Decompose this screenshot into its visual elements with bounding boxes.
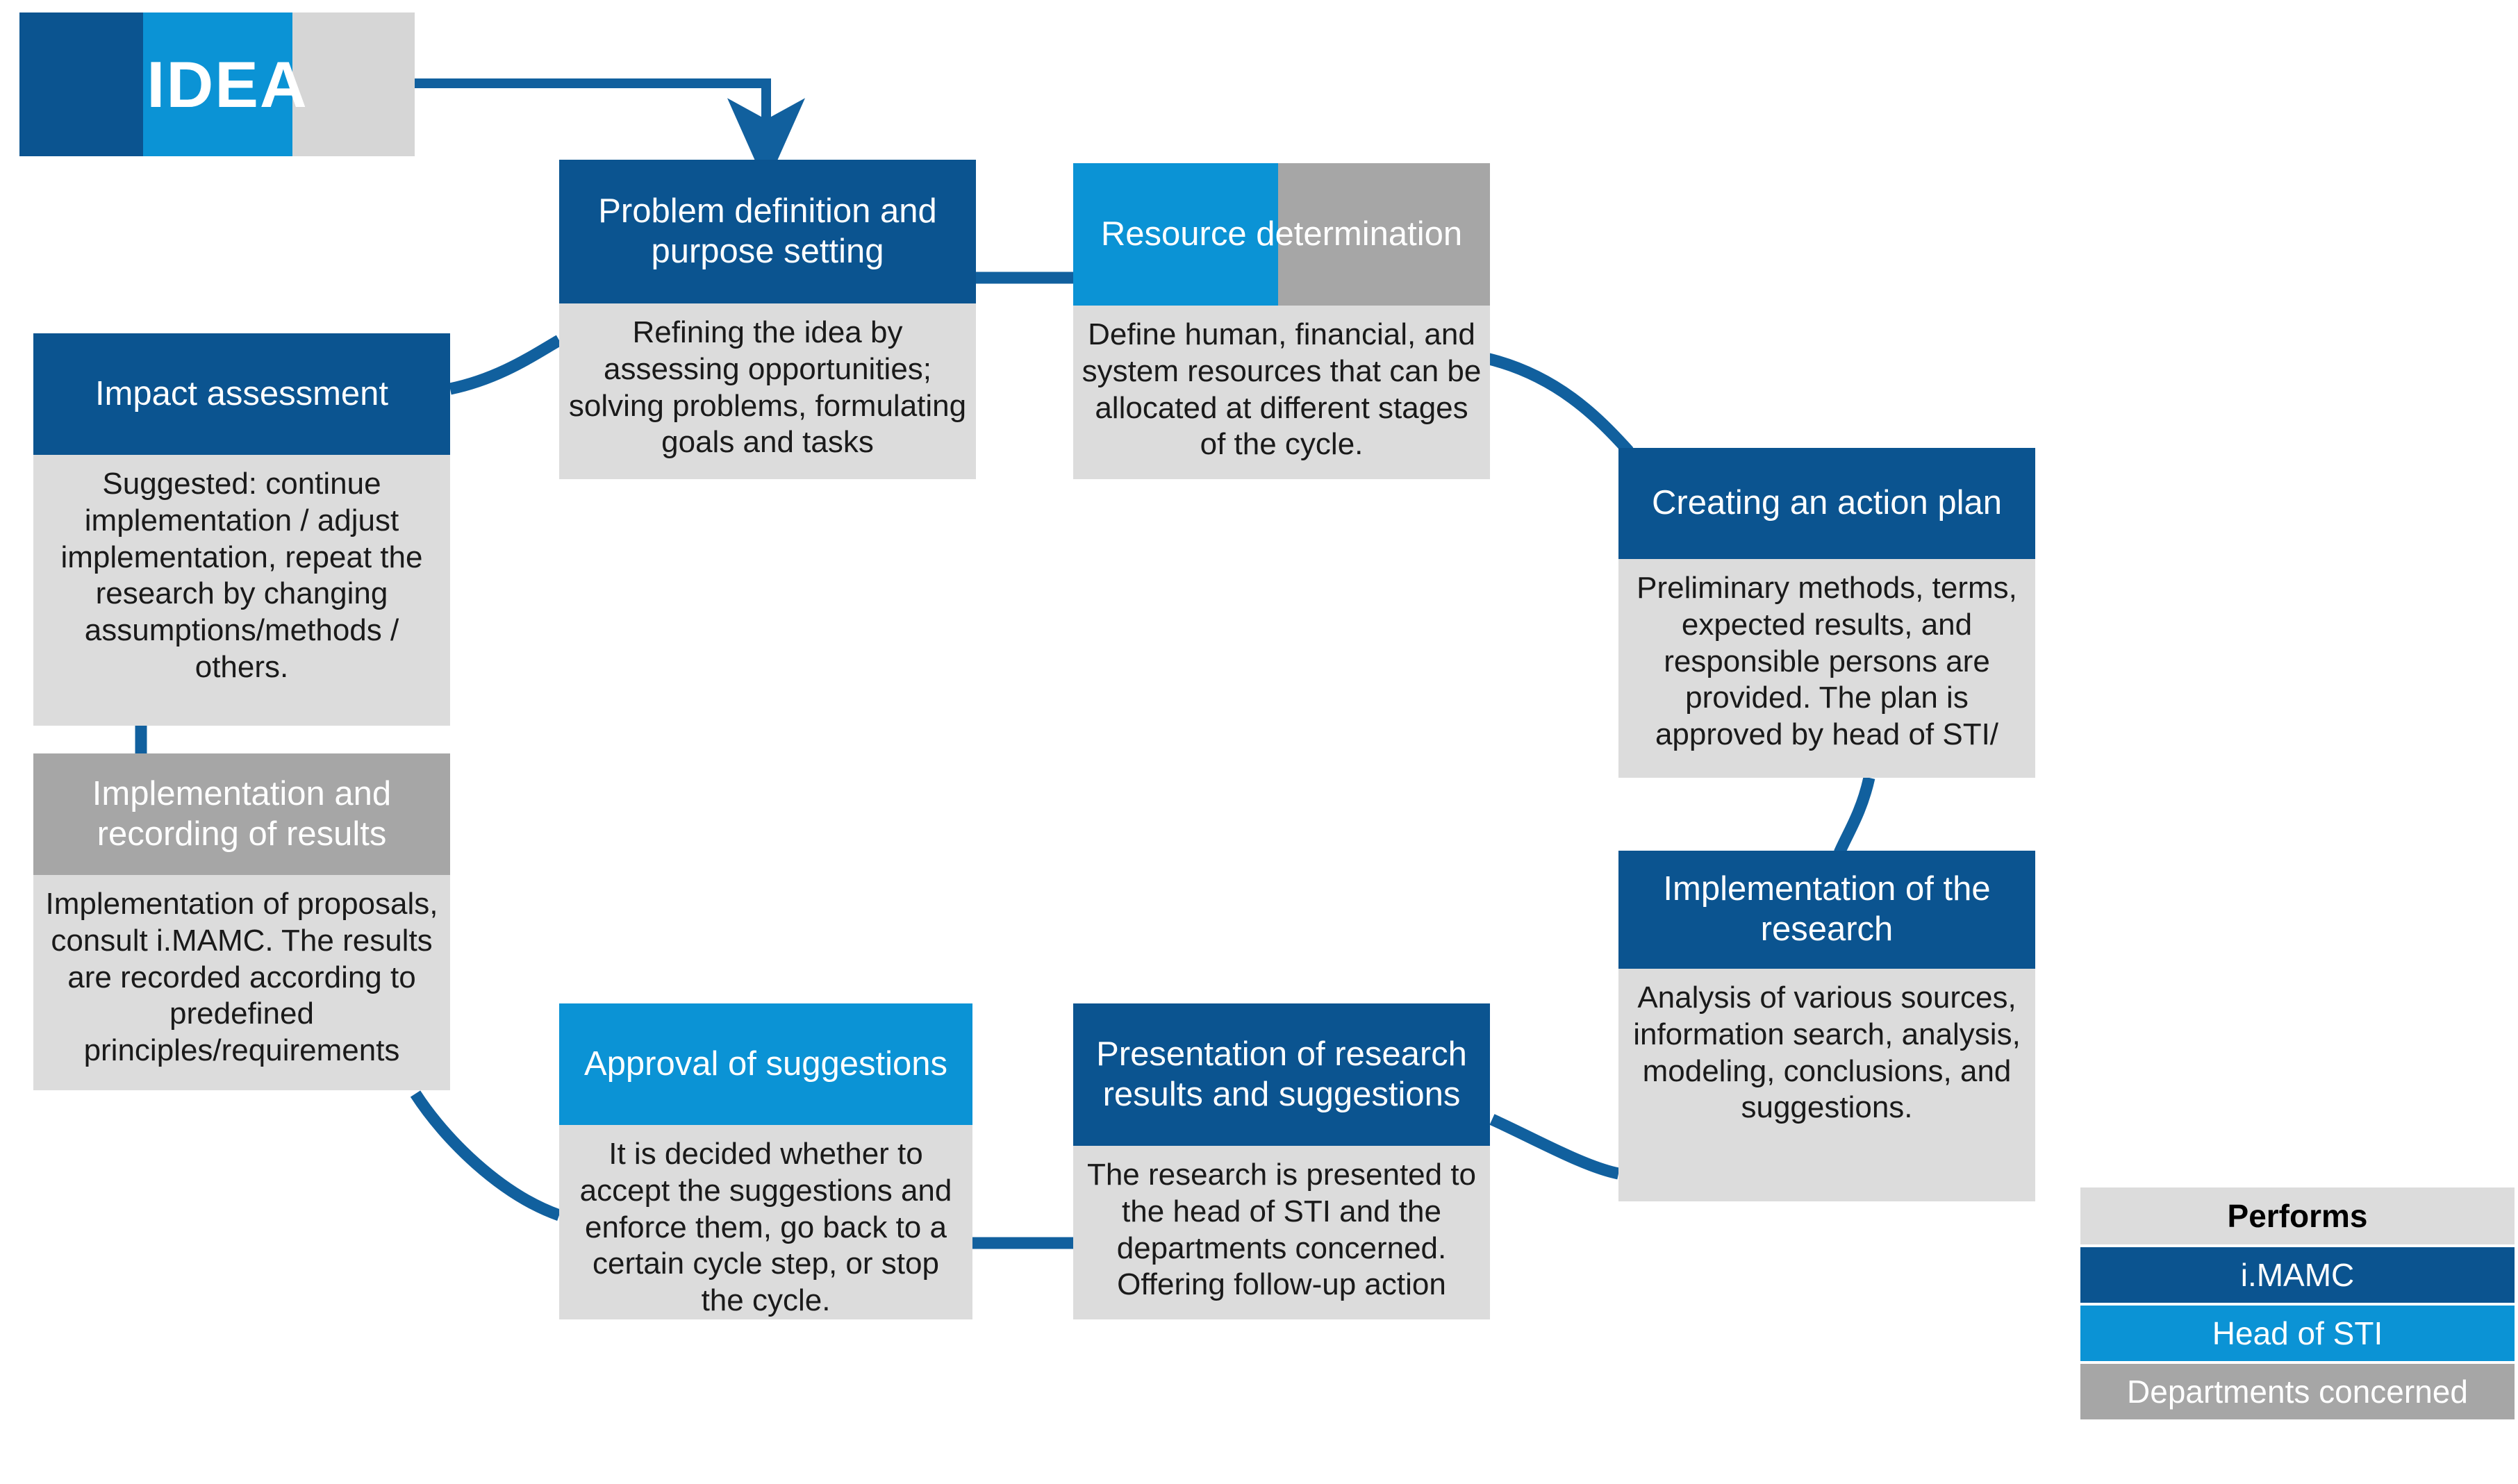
header-fill-head-of-sti [1073, 163, 1278, 306]
legend-item-label-head-of-sti: Head of STI [2212, 1315, 2383, 1351]
node-implementation-research[interactable]: Implementation of the research Analysis … [1618, 851, 2035, 1201]
node-body-approval-suggestions: It is decided whether to accept the sugg… [559, 1125, 972, 1319]
node-header-problem-definition: Problem definition and purpose setting [559, 160, 976, 303]
node-title-problem-definition: Problem definition and purpose setting [598, 192, 937, 270]
connector-impact-assessment-to-problem-definition [449, 335, 563, 395]
node-body-resource-determination: Define human, financial, and system reso… [1073, 306, 1490, 479]
node-body-impact-assessment: Suggested: continue implementation / adj… [33, 455, 450, 726]
legend-header-label: Performs [2227, 1198, 2368, 1234]
legend-item-label-imamc: i.MAMC [2240, 1257, 2355, 1293]
node-title-resource-determination: Resource determination [1100, 215, 1463, 253]
node-body-implementation-research: Analysis of various sources, information… [1618, 969, 2035, 1201]
connector-implementation-research-to-presentation [1489, 1114, 1620, 1180]
idea-label: IDEA [147, 47, 308, 121]
node-title-presentation-results: Presentation of research results and sug… [1096, 1035, 1467, 1113]
connector-idea-to-problem-definition [415, 78, 805, 186]
node-body-creating-action-plan: Preliminary methods, terms, expected res… [1618, 559, 2035, 778]
node-header-creating-action-plan: Creating an action plan [1618, 448, 2035, 559]
node-header-resource-determination: Resource determination [1073, 163, 1490, 306]
connector-resource-determination-to-action-plan [1485, 352, 1634, 456]
node-header-approval-suggestions: Approval of suggestions [559, 1003, 972, 1125]
legend-item-label-departments-concerned: Departments concerned [2127, 1374, 2468, 1410]
node-problem-definition[interactable]: Problem definition and purpose setting R… [559, 160, 976, 479]
node-title-implementation-research: Implementation of the research [1663, 870, 1991, 948]
node-header-implementation-research: Implementation of the research [1618, 851, 2035, 969]
legend-item-imamc: i.MAMC [2080, 1247, 2515, 1303]
node-title-approval-suggestions: Approval of suggestions [584, 1044, 947, 1083]
node-resource-determination[interactable]: Resource determination Define human, fin… [1073, 163, 1490, 479]
legend-performs: Performs i.MAMC Head of STI Departments … [2080, 1187, 2515, 1419]
node-implementation-recording[interactable]: Implementation and recording of results … [33, 753, 450, 1090]
node-body-implementation-recording: Implementation of proposals, consult i.M… [33, 875, 450, 1090]
header-fill-departments-concerned [1278, 163, 1490, 306]
idea-segment-light [143, 12, 292, 156]
node-presentation-results[interactable]: Presentation of research results and sug… [1073, 1003, 1490, 1319]
idea-banner: IDEA [19, 12, 415, 156]
node-approval-suggestions[interactable]: Approval of suggestions It is decided wh… [559, 1003, 972, 1319]
node-header-implementation-recording: Implementation and recording of results [33, 753, 450, 875]
node-header-presentation-results: Presentation of research results and sug… [1073, 1003, 1490, 1146]
node-title-implementation-recording: Implementation and recording of results [92, 774, 392, 853]
legend-header: Performs [2080, 1187, 2515, 1244]
node-header-impact-assessment: Impact assessment [33, 333, 450, 455]
idea-segment-grey [292, 12, 415, 156]
node-body-presentation-results: The research is presented to the head of… [1073, 1146, 1490, 1319]
node-title-creating-action-plan: Creating an action plan [1652, 484, 2002, 522]
node-impact-assessment[interactable]: Impact assessment Suggested: continue im… [33, 333, 450, 726]
connector-action-plan-to-implementation-research [1834, 776, 1875, 856]
node-creating-action-plan[interactable]: Creating an action plan Preliminary meth… [1618, 448, 2035, 778]
node-title-impact-assessment: Impact assessment [94, 374, 389, 412]
legend-item-departments-concerned: Departments concerned [2080, 1364, 2515, 1419]
connector-approval-to-implementation-recording [410, 1090, 561, 1222]
legend-item-head-of-sti: Head of STI [2080, 1306, 2515, 1361]
node-body-problem-definition: Refining the idea by assessing opportuni… [559, 303, 976, 479]
idea-segment-dark [19, 12, 143, 156]
